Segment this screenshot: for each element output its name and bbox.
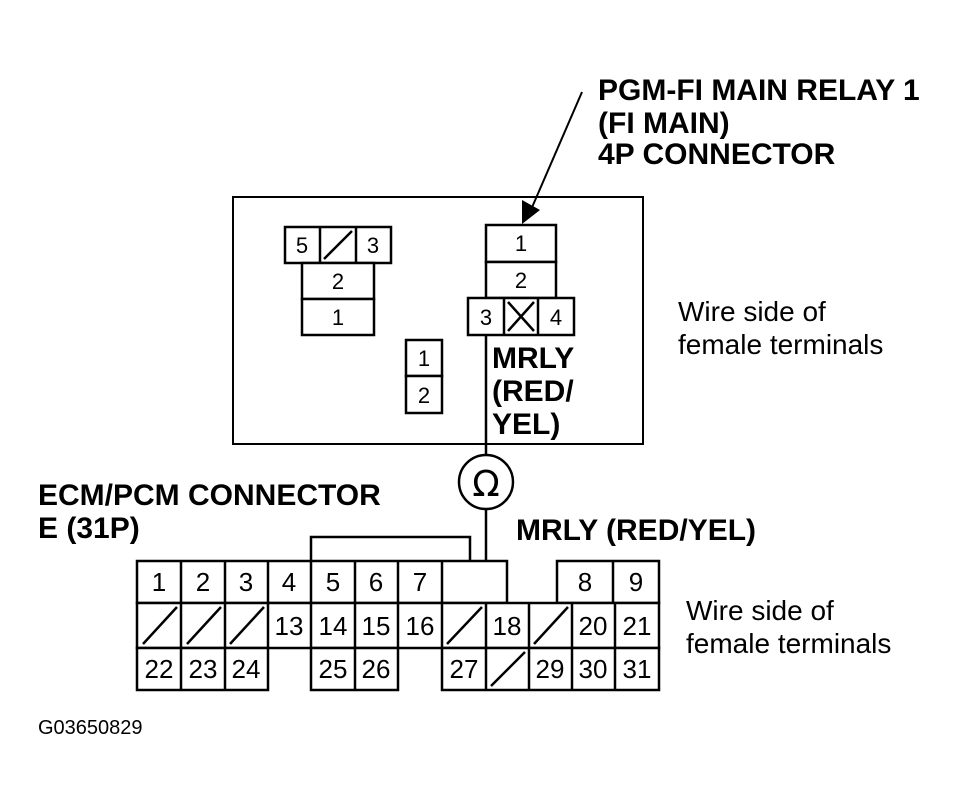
relay-connector-a: 5 3 2 1 [283,225,393,337]
ecm-pin: 21 [623,611,652,641]
ecm-pin: 14 [319,611,348,641]
ecm-pin: 23 [189,654,218,684]
conn-4p-pin: 3 [480,305,492,330]
ecm-unused-slash [142,606,178,645]
conn-a-unused-slash [323,230,353,260]
conn-b-pin: 2 [418,383,430,408]
ecm-lock-tab [309,535,472,561]
ecm-pin: 7 [413,567,427,597]
conn-b-pin: 1 [418,346,430,371]
conn-a-pin: 5 [296,233,308,258]
ecm-pin: 16 [406,611,435,641]
ecm-pin: 29 [536,654,565,684]
mrly-inline-label: MRLY (RED/YEL) [516,514,756,547]
ecm-pin: 31 [623,654,652,684]
svg-text:(RED/: (RED/ [492,375,574,408]
leader-line [529,91,583,213]
ecm-title-line-1: ECM/PCM CONNECTOR [38,479,381,512]
conn-4p-pin: 4 [550,305,562,330]
ecm-pin: 8 [578,567,592,597]
conn-a-pin: 3 [367,233,379,258]
ohm-symbol: Ω [472,464,500,505]
wire-side-label: female terminals [678,329,883,360]
wire-side-label: Wire side of [686,595,834,626]
conn-a-pin: 2 [332,269,344,294]
ecm-pin: 18 [493,611,522,641]
wire-side-label: Wire side of [678,296,826,327]
relay-title-line-2: (FI MAIN) [598,107,730,140]
svg-text:YEL): YEL) [492,408,560,441]
ecm-pin: 15 [362,611,391,641]
ecm-pin: 5 [326,567,340,597]
ecm-pin: 26 [362,654,391,684]
ecm-title-line-2: E (31P) [38,512,140,545]
ecm-pin: 25 [319,654,348,684]
relay-connector-b: 1 2 [404,338,444,415]
ecm-pin: 24 [232,654,261,684]
mrly-label-stacked: MRLY (RED/ YEL) [492,342,574,441]
ecm-pin: 3 [239,567,253,597]
ecm-pin: 30 [579,654,608,684]
figure-code: G03650829 [38,717,143,739]
ecm-pin: 1 [152,567,166,597]
ecm-pin: 9 [629,567,643,597]
ecm-pin: 6 [369,567,383,597]
ecm-pin: 22 [145,654,174,684]
conn-a-pin: 1 [332,305,344,330]
conn-4p-pin: 1 [515,231,527,256]
ecm-pin: 2 [196,567,210,597]
relay-title-line-1: PGM-FI MAIN RELAY 1 [598,74,920,107]
relay-title: PGM-FI MAIN RELAY 1 (FI MAIN) 4P CONNECT… [598,74,920,171]
conn-4p-pin: 2 [515,268,527,293]
leader-arrowhead [522,200,540,224]
svg-text:MRLY: MRLY [492,342,574,375]
relay-box-outline [232,196,644,445]
ecm-pin: 13 [275,611,304,641]
relay-title-line-3: 4P CONNECTOR [598,138,836,171]
ecm-connector: 1 2 3 4 5 6 7 8 9 13 14 15 16 18 20 21 2… [135,559,661,692]
ecm-row-3-right [440,646,661,692]
ecm-row-1-left [135,559,509,605]
relay-connector-4p: 1 2 3 4 [466,223,576,337]
wire-side-label: female terminals [686,628,891,659]
ecm-row-1-right [555,559,661,605]
ecm-pin: 27 [450,654,479,684]
ecm-pin: 20 [579,611,608,641]
ecm-row-3-left [135,646,270,692]
ecm-pin: 4 [282,567,296,597]
